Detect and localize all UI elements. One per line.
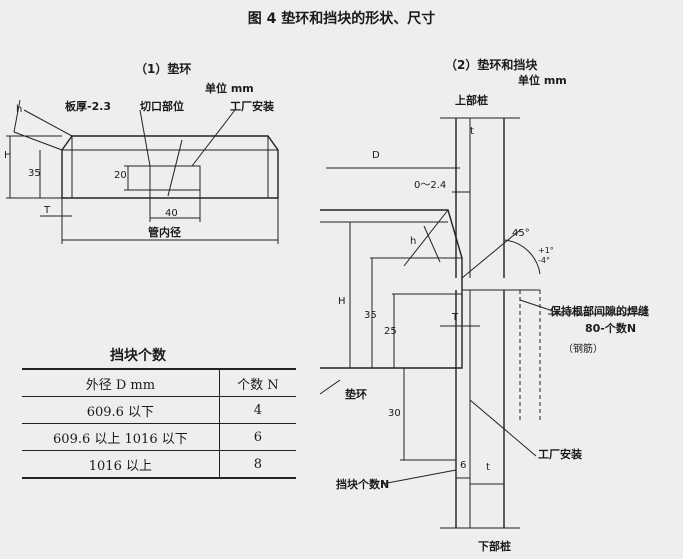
left-35-label: 35 xyxy=(28,168,41,179)
stopper-count-label: 挡块个数N xyxy=(336,478,390,491)
left-unit: 单位 mm xyxy=(205,82,254,95)
count-note-label: 80-个数N xyxy=(585,322,637,335)
left-H-label: H xyxy=(4,150,12,161)
row-diameter: 609.6 以上 1016 以下 xyxy=(22,423,220,451)
angle-tol-label: +1° xyxy=(538,246,554,255)
factory-install-right-label: 工厂安装 xyxy=(538,448,582,461)
cut-position-label: 切口部位 xyxy=(140,100,184,113)
table-row: 609.6 以上 1016 以下 6 xyxy=(22,423,296,451)
table-header-row: 外径 D mm 个数 N xyxy=(22,369,296,397)
right-35-label: 35 xyxy=(364,310,377,321)
table-row: 609.6 以下 4 xyxy=(22,396,296,424)
angle-tol2-label: -4° xyxy=(538,256,550,265)
row-count: 8 xyxy=(253,456,263,472)
plate-thickness-label: 板厚-2.3 xyxy=(65,100,112,113)
right-H-label: H xyxy=(338,296,346,307)
row-count: 4 xyxy=(253,402,263,418)
right-D-label: D xyxy=(372,150,380,161)
right-t-bottom-label: t xyxy=(486,462,490,473)
stopper-table-title: 挡块个数 xyxy=(110,348,166,364)
right-subtitle: （2）垫环和挡块 xyxy=(445,58,538,72)
right-unit: 单位 mm xyxy=(518,74,567,87)
weld-note-label: 保持根部间隙的焊缝 xyxy=(550,305,649,318)
row-diameter: 609.6 以下 xyxy=(22,396,220,424)
left-T-label: T xyxy=(44,205,51,216)
steel-note-label: （钢筋） xyxy=(563,344,603,355)
left-20-label: 20 xyxy=(114,170,127,181)
row-count: 6 xyxy=(253,429,263,445)
right-t-top-label: t xyxy=(470,126,474,137)
table-row: 1016 以上 8 xyxy=(22,450,296,478)
stopper-count-table: 外径 D mm 个数 N 609.6 以下 4 609.6 以上 1016 以下… xyxy=(22,368,296,479)
row-diameter: 1016 以上 xyxy=(22,450,220,478)
right-6-label: 6 xyxy=(460,460,467,471)
left-h-label: h xyxy=(16,104,23,115)
header-outer-diameter: 外径 D mm xyxy=(22,369,220,397)
upper-pile-label: 上部桩 xyxy=(455,94,488,107)
figure-title: 图 4 垫环和挡块的形状、尺寸 xyxy=(247,11,436,27)
angle-label: 45° xyxy=(512,228,530,239)
factory-install-label: 工厂安装 xyxy=(230,100,274,113)
backing-ring-label: 垫环 xyxy=(345,388,367,401)
lower-pile-label: 下部桩 xyxy=(478,540,511,553)
left-40-label: 40 xyxy=(165,208,178,219)
header-count: 个数 N xyxy=(237,377,279,393)
left-subtitle: （1）垫环 xyxy=(135,62,192,76)
gap-label: 0～2.4 xyxy=(414,180,447,191)
pipe-diameter-label: 管内径 xyxy=(148,226,181,239)
right-h-label: h xyxy=(410,236,417,247)
right-30-label: 30 xyxy=(388,408,401,419)
right-T-label: T xyxy=(452,312,459,323)
right-25-label: 25 xyxy=(384,326,397,337)
